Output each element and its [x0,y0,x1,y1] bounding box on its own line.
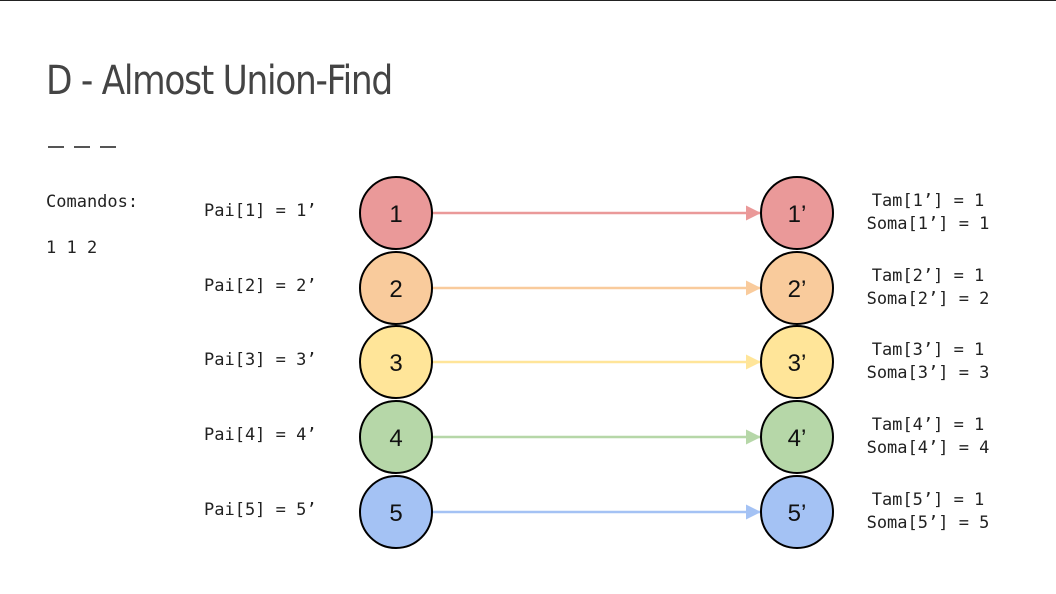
set-node-1 [760,176,834,250]
pai-label: Pai[4] = 4’ [204,425,317,445]
node-4 [359,400,433,474]
title-divider [48,146,116,148]
commands-text: 1 1 2 [46,238,98,258]
node-5 [359,475,433,549]
set-info: Tam[4’] = 1 Soma[4’] = 4 [858,414,998,460]
slide-title: D - Almost Union-Find [46,58,393,104]
set-node-5-label: 5’ [788,500,807,527]
node-3-label: 3 [389,350,402,377]
node-3 [359,325,433,399]
node-4-label: 4 [389,425,402,452]
pai-label: Pai[1] = 1’ [204,201,317,221]
soma-label: Soma[3’] = 3 [866,363,990,383]
pai-label: Pai[3] = 3’ [204,350,317,370]
soma-label: Soma[4’] = 4 [866,438,990,458]
pai-label: Pai[5] = 5’ [204,500,317,520]
tam-label: Tam[1’] = 1 [871,191,985,211]
soma-label: Soma[1’] = 1 [866,214,990,234]
set-node-1-label: 1’ [788,201,807,228]
node-2 [359,251,433,325]
set-node-4-label: 4’ [788,425,807,452]
soma-label: Soma[2’] = 2 [866,289,990,309]
set-info: Tam[3’] = 1 Soma[3’] = 3 [858,339,998,385]
set-node-2-label: 2’ [788,276,807,303]
tam-label: Tam[2’] = 1 [871,266,985,286]
set-info: Tam[2’] = 1 Soma[2’] = 2 [858,265,998,311]
tam-label: Tam[3’] = 1 [871,340,985,360]
top-border [0,0,1056,1]
tam-label: Tam[4’] = 1 [871,415,985,435]
node-1-label: 1 [389,201,402,228]
set-node-3 [760,325,834,399]
set-node-3-label: 3’ [788,350,807,377]
node-5-label: 5 [389,500,402,527]
set-info: Tam[5’] = 1 Soma[5’] = 5 [858,489,998,535]
tam-label: Tam[5’] = 1 [871,490,985,510]
set-info: Tam[1’] = 1 Soma[1’] = 1 [858,190,998,236]
set-node-4 [760,400,834,474]
set-node-2 [760,251,834,325]
node-1 [359,176,433,250]
pai-label: Pai[2] = 2’ [204,276,317,296]
soma-label: Soma[5’] = 5 [866,513,990,533]
node-2-label: 2 [389,276,402,303]
set-node-5 [760,475,834,549]
commands-label: Comandos: [46,192,139,212]
